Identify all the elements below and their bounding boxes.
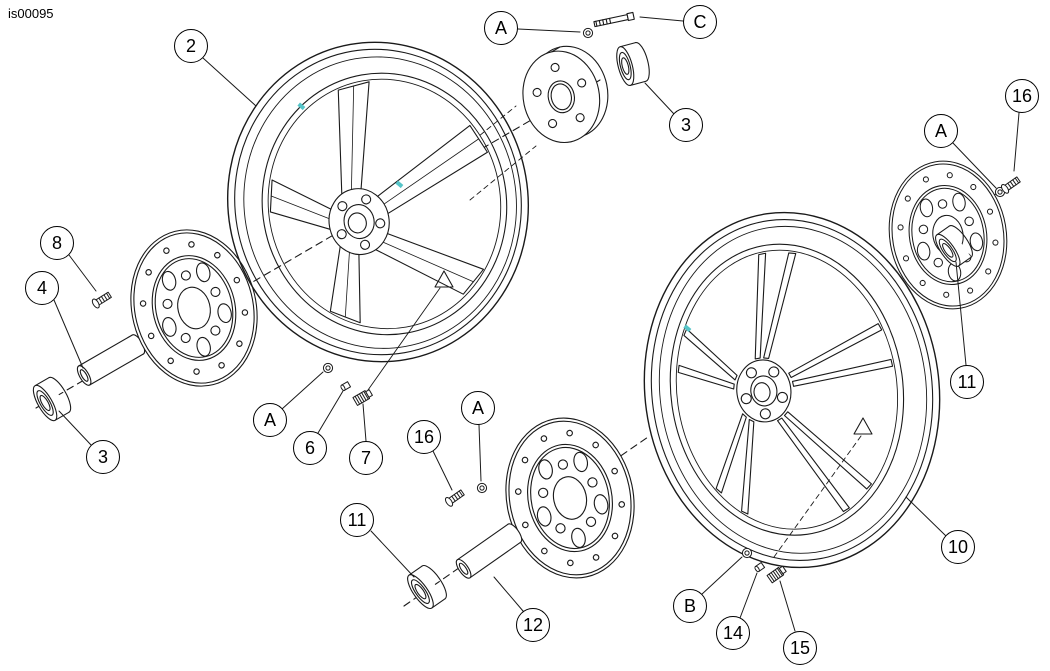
callout-7-valve-stem: 7 [349,441,383,475]
callout-3-bearing-left: 3 [86,440,120,474]
callout-10-rear-wheel: 10 [941,530,975,564]
wheel-bearing-front-right [612,40,654,88]
callout-4-spacer: 4 [25,271,59,305]
disc-screw-rear-right [999,174,1022,196]
callout-c-bolt: C [683,5,717,39]
callout-11-bearing-right: 11 [950,365,984,399]
bolt-washer [582,27,594,39]
callout-3-bearing-top: 3 [669,108,703,142]
figure-id: is00095 [8,6,54,21]
brake-disc-rear-left [490,405,650,591]
valve-washer-front [322,362,334,374]
callout-6-valve-nut: 6 [293,431,327,465]
callout-16-screw-mid: 16 [407,420,441,454]
leader-lines [53,16,1020,632]
brake-disc-front-left [114,215,274,401]
axle-bolt [593,11,635,28]
callout-8-disc-screw: 8 [40,226,74,260]
valve-washer-rear [741,547,753,559]
axle-spacer-rear [453,521,525,581]
hub-flange [522,45,609,144]
disc-washer-rear [476,482,488,494]
callout-15-valve-stem: 15 [783,631,817,665]
front-wheel [226,41,530,363]
callout-a-washer-right: A [924,114,958,148]
callout-b-valve-rear: B [673,589,707,623]
valve-leader-rear [773,435,862,558]
callout-2-front-wheel: 2 [174,29,208,63]
rear-wheel [643,211,941,569]
balance-marks [297,102,692,333]
wheel-bearing-front-left [28,373,76,425]
wheel-bearing-rear-left [402,561,452,613]
callout-11-bearing-bottom: 11 [340,503,374,537]
callout-14-valve-nut: 14 [716,616,750,650]
callout-12-spacer-rear: 12 [516,608,550,642]
callout-a-washer-mid: A [461,391,495,425]
callout-a-valve-front: A [253,403,287,437]
valve-stem-front [352,388,374,406]
disc-screw-front [90,289,113,310]
valve-hole-front [434,270,454,288]
callout-a-bolt: A [484,11,518,45]
valve-nut-front [339,381,352,392]
valve-leader-front [367,287,441,391]
valve-stem-rear [766,564,788,584]
valve-nut-rear [753,561,766,573]
valve-hole-rear [853,417,873,435]
disc-screw-rear [443,487,466,509]
axle-spacer-front [74,332,148,388]
callout-16-screw-right: 16 [1005,79,1039,113]
